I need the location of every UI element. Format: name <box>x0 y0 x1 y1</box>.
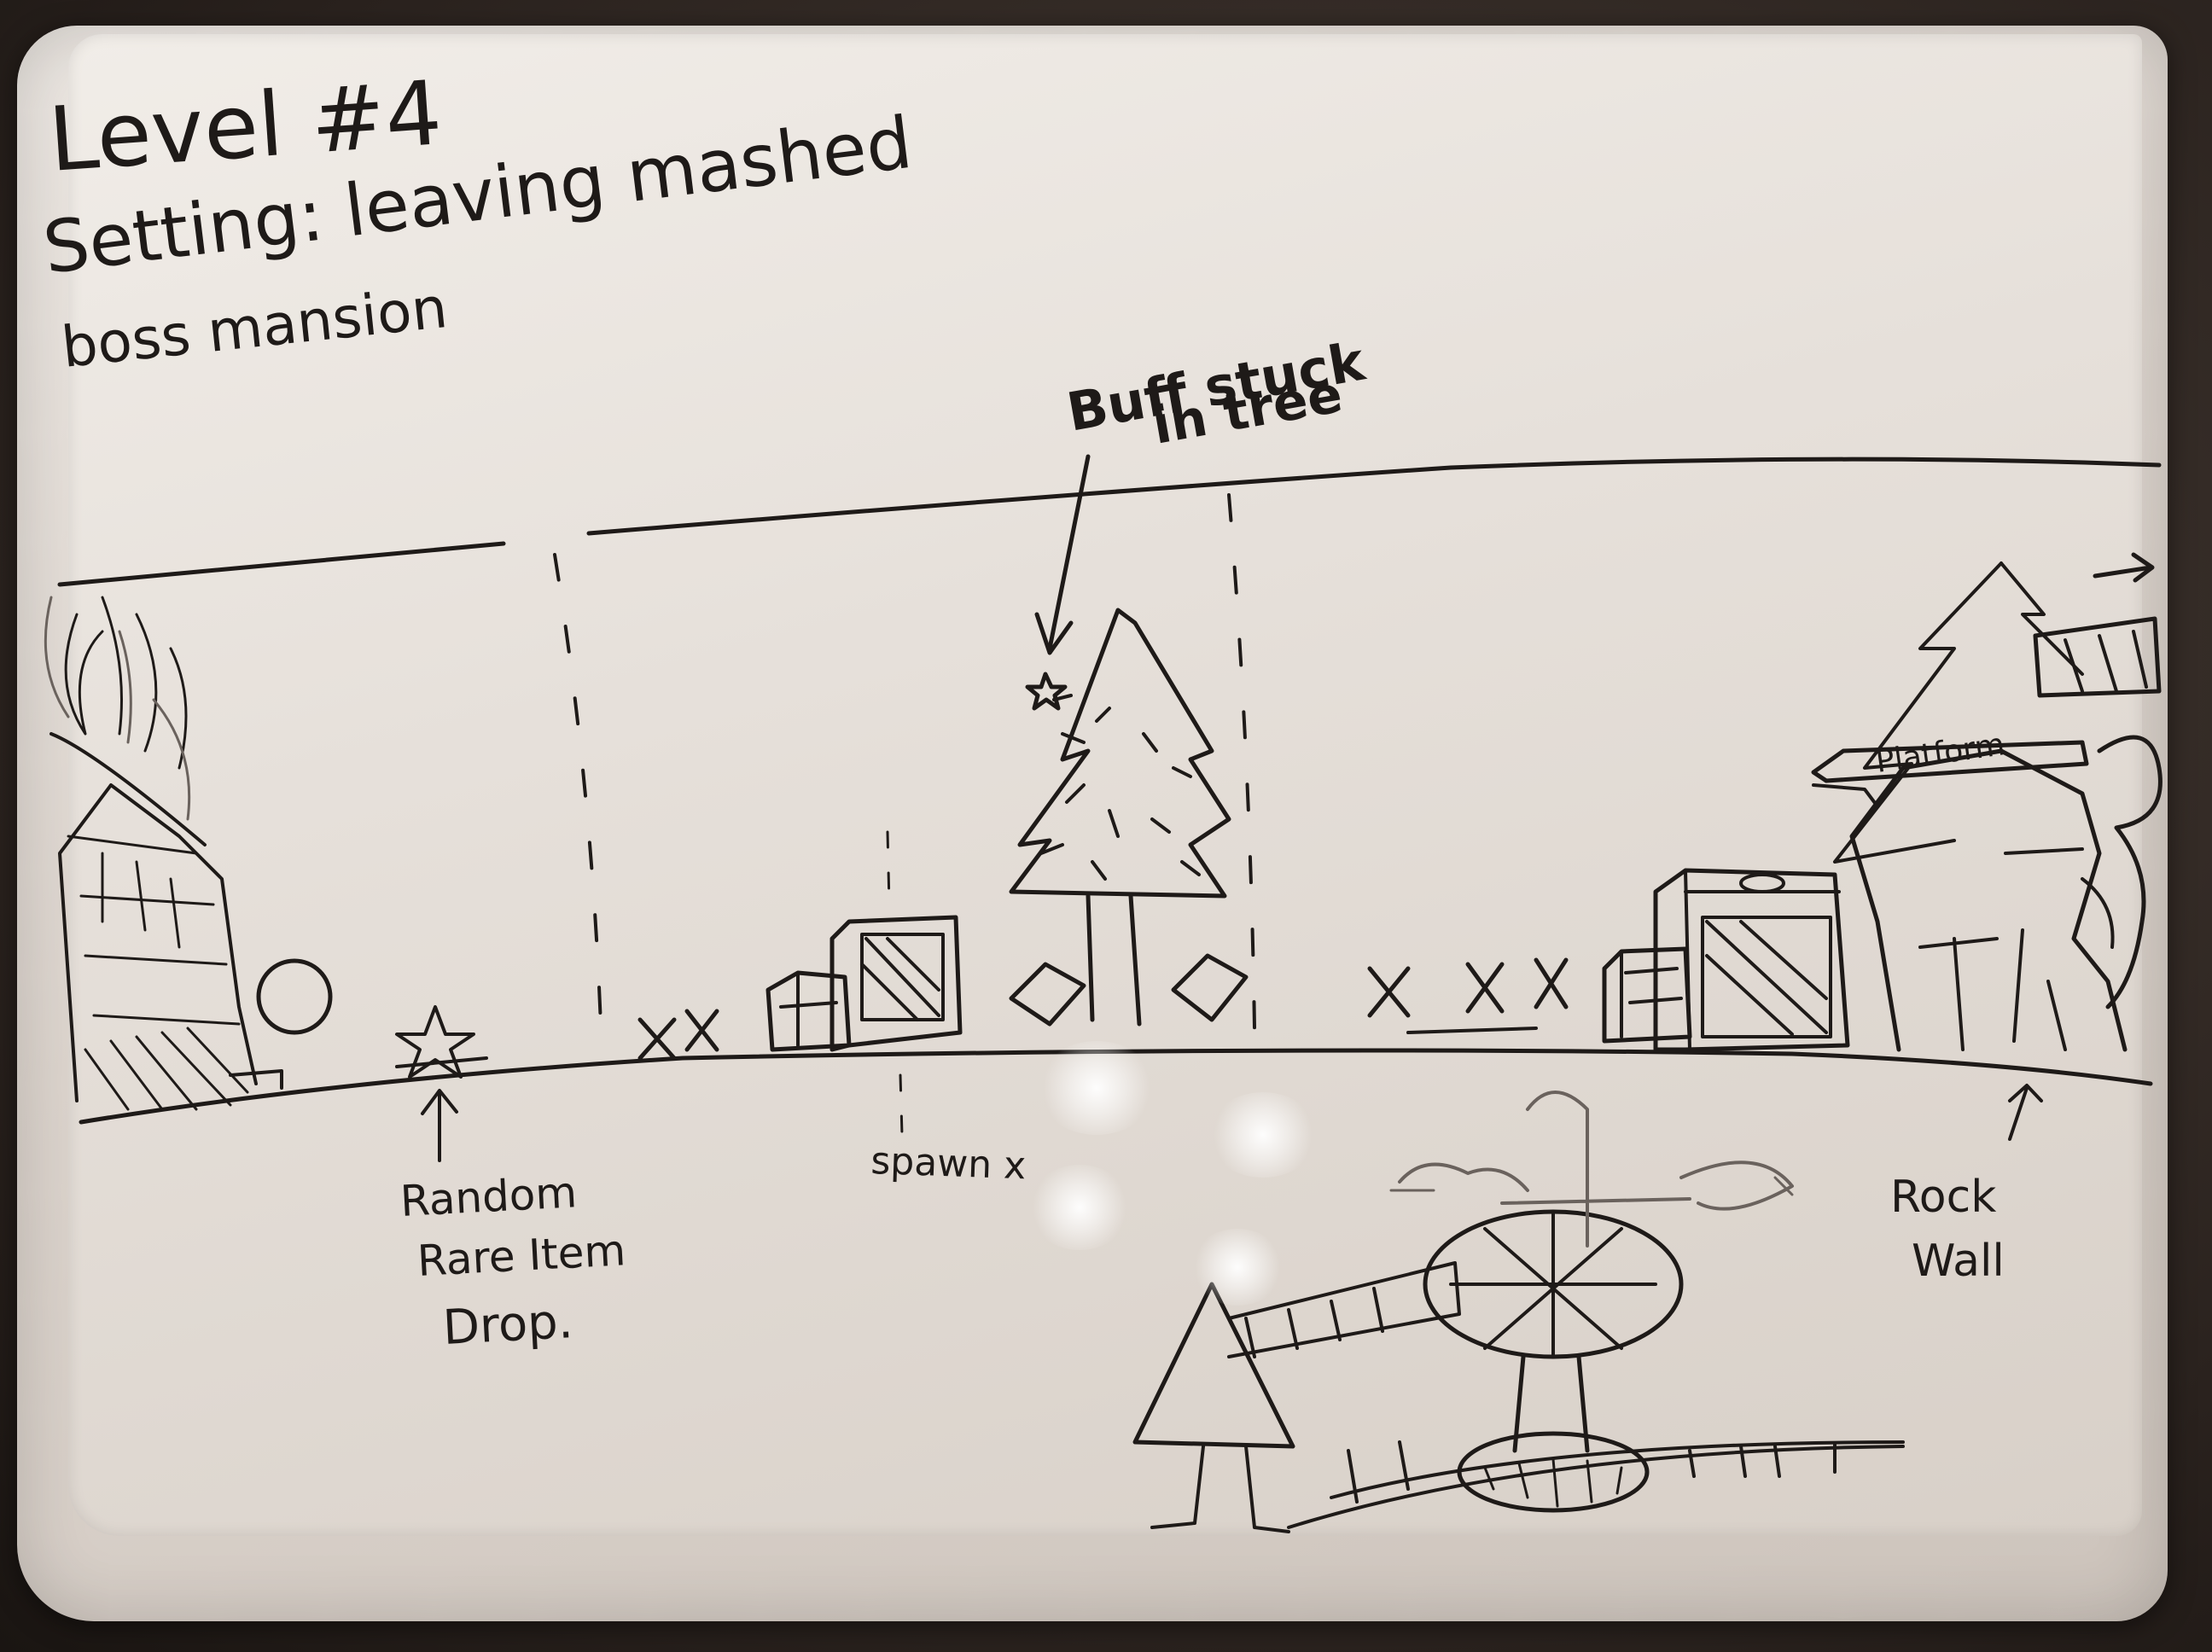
upper-platform-block <box>2033 616 2162 698</box>
crates-right <box>1602 868 1850 1052</box>
diamond-pickups <box>1009 953 1249 1027</box>
glare-spot <box>1037 1041 1156 1135</box>
burning-mansion <box>44 596 333 1111</box>
spawn-label: spawn x <box>870 1139 1027 1188</box>
glare-spot <box>1028 1165 1131 1250</box>
section-divider-right <box>1227 493 1256 1030</box>
rock-label-2: Wall <box>1912 1236 2005 1287</box>
whiteboard-surface <box>68 34 2142 1536</box>
rock-wall <box>1849 735 2163 1052</box>
rock-wall-arrow <box>2008 1084 2043 1141</box>
enemy-markers-right <box>1367 957 1569 1034</box>
buff-arrow <box>1034 454 1091 655</box>
crates-middle <box>765 915 963 1052</box>
enemy-markers-left <box>637 1009 719 1061</box>
spawn-marker-bottom <box>899 1073 904 1137</box>
glare-spot <box>1190 1229 1284 1306</box>
horizon-line <box>57 457 2162 587</box>
background-pine-trees <box>1833 561 2084 864</box>
setting-line-2: boss mansion <box>59 275 451 381</box>
random-label-1: Random <box>399 1167 579 1226</box>
section-divider-left <box>553 553 603 1051</box>
spawn-marker-top <box>886 830 891 906</box>
rare-item-star <box>395 1005 488 1162</box>
lower-ghost-sketch <box>1132 1091 1905 1533</box>
platform <box>1811 740 2089 808</box>
glare-spot <box>1208 1092 1318 1178</box>
exit-arrow <box>2093 552 2155 583</box>
random-label-2: Rare Item <box>416 1225 627 1286</box>
ground-line <box>79 1048 2153 1125</box>
random-label-3: Drop. <box>441 1294 574 1356</box>
rock-label-1: Rock <box>1890 1172 1996 1223</box>
pine-tree <box>1009 608 1231 1027</box>
